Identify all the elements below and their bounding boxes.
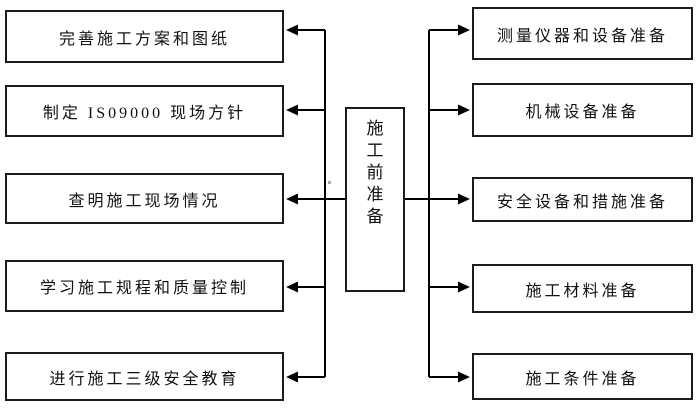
flow-box-measuring-instruments: 测量仪器和设备准备 — [472, 7, 693, 60]
flow-box-label: 施工材料准备 — [525, 282, 640, 300]
flow-box-learn-procedures-quality: 学习施工规程和质量控制 — [5, 260, 284, 312]
stray-mark — [328, 181, 331, 184]
flow-box-label: 制定 IS09000 现场方针 — [42, 105, 247, 122]
arrowhead-right-5 — [458, 371, 470, 383]
flow-box-investigate-site: 查明施工现场情况 — [5, 173, 284, 224]
flow-box-perfect-plan-drawings: 完善施工方案和图纸 — [5, 10, 284, 63]
flow-box-label: 完善施工方案和图纸 — [58, 30, 230, 48]
flow-box-construction-materials: 施工材料准备 — [472, 264, 693, 313]
flow-box-label: 机械设备准备 — [525, 104, 640, 121]
arrowhead-right-4 — [458, 281, 470, 293]
center-box-label: 施工前准备 — [366, 119, 384, 226]
flow-box-label: 安全设备和措施准备 — [496, 193, 668, 211]
flow-box-label: 查明施工现场情况 — [68, 192, 221, 210]
flow-box-mechanical-equipment: 机械设备准备 — [472, 83, 693, 137]
flow-box-pre-construction-preparation: 施工前准备 — [345, 107, 405, 292]
arrowhead-left-2 — [286, 104, 298, 116]
flow-box-three-level-safety-education: 进行施工三级安全教育 — [5, 352, 284, 401]
flow-box-iso9000-site-policy: 制定 IS09000 现场方针 — [5, 85, 284, 137]
flow-box-label: 测量仪器和设备准备 — [496, 27, 668, 45]
flow-box-label: 施工条件准备 — [525, 370, 640, 388]
flow-box-label: 学习施工规程和质量控制 — [39, 280, 249, 297]
arrowhead-left-4 — [286, 281, 298, 293]
flow-box-construction-conditions: 施工条件准备 — [472, 353, 693, 400]
flow-box-label: 进行施工三级安全教育 — [49, 370, 240, 388]
arrowhead-right-3 — [458, 193, 470, 205]
arrowhead-right-2 — [458, 104, 470, 116]
arrowhead-left-3 — [286, 193, 298, 205]
arrowhead-right-1 — [458, 24, 470, 36]
arrowhead-left-5 — [286, 371, 298, 383]
arrowhead-left-1 — [286, 24, 298, 36]
flow-box-safety-equipment-measures: 安全设备和措施准备 — [472, 177, 693, 222]
